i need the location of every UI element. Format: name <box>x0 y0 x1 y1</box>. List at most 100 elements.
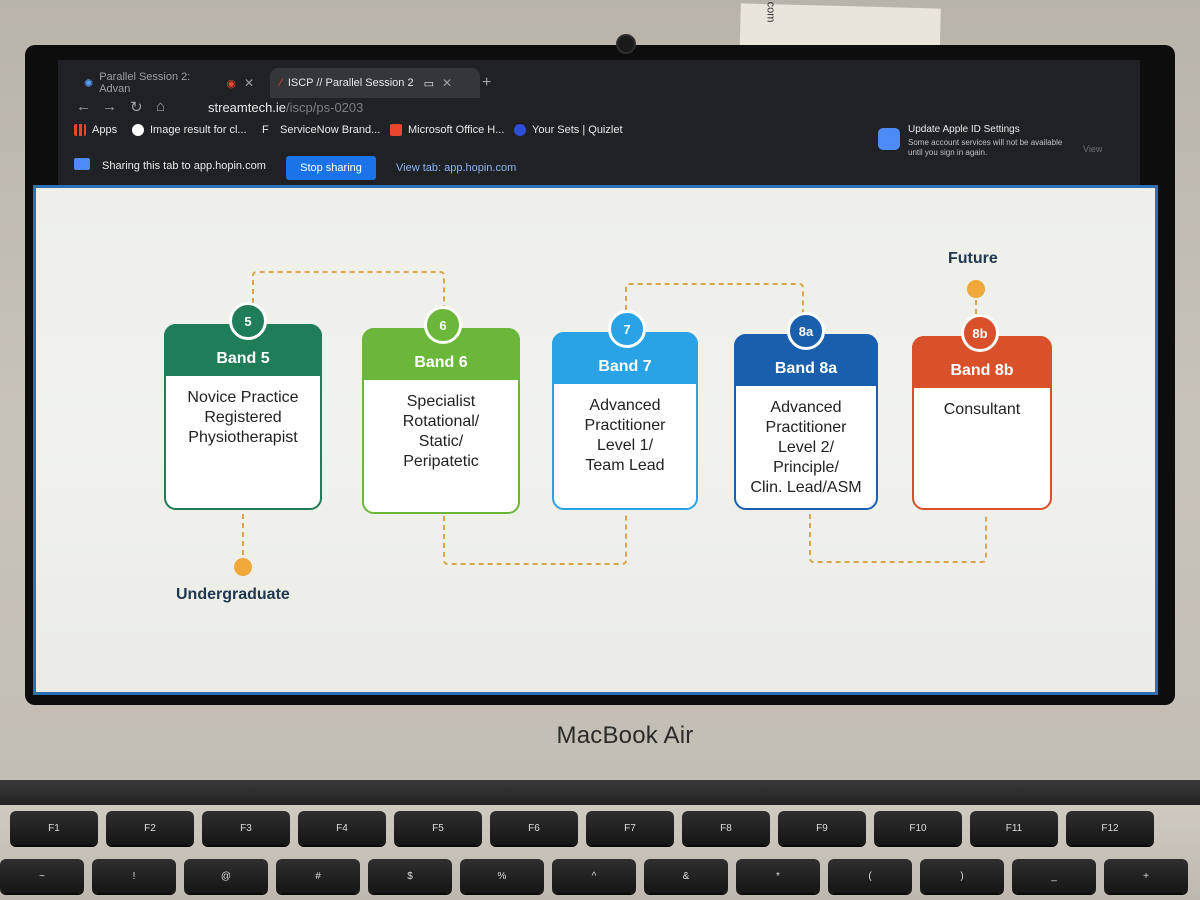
band-6-description: Specialist Rotational/ Static/ Peripatet… <box>402 393 480 470</box>
key-label: _ <box>1051 870 1057 882</box>
key-[interactable]: * <box>736 859 820 893</box>
back-icon[interactable]: ← <box>76 98 91 115</box>
key-f11[interactable]: F11 <box>970 811 1058 845</box>
key-[interactable]: $ <box>368 859 452 893</box>
key-[interactable]: ) <box>920 859 1004 893</box>
key-label: F7 <box>624 822 636 834</box>
bookmark-apps[interactable]: Apps <box>74 124 117 136</box>
band-8a-description: Advanced Practitioner Level 2/ Principle… <box>750 399 862 496</box>
key-[interactable]: ^ <box>552 859 636 893</box>
bookmark-office[interactable]: Microsoft Office H... <box>390 124 504 136</box>
macbook-air-logo: MacBook Air <box>556 722 694 749</box>
tab-label: ISCP // Parallel Session 2 <box>287 77 414 89</box>
home-icon[interactable]: ⌂ <box>156 98 166 115</box>
band-7-card: Band 7 Advanced Practitioner Level 1/ Te… <box>552 332 698 510</box>
google-icon <box>132 124 144 136</box>
close-icon[interactable]: ✕ <box>243 76 254 90</box>
tab-favicon-icon: ✺ <box>84 77 94 90</box>
screen-share-icon: ▭ <box>423 77 434 90</box>
bookmark-label: Image result for cl... <box>150 124 247 136</box>
slide-canvas: Undergraduate Future Band 5 Novice Pract… <box>33 185 1158 695</box>
key-label: F11 <box>1005 822 1023 834</box>
browser-window: ✺ Parallel Session 2: Advan ◉ ✕ ⁄ ISCP /… <box>58 60 1140 195</box>
screen-share-indicator-icon <box>74 158 90 170</box>
band-8b-badge: 8b <box>961 314 999 352</box>
bookmark-servicenow[interactable]: F ServiceNow Brand... <box>262 124 380 136</box>
band-8b-description: Consultant <box>943 401 1021 418</box>
key-f2[interactable]: F2 <box>106 811 194 845</box>
sharing-bar: Sharing this tab to app.hopin.com Stop s… <box>58 152 1140 186</box>
key-f6[interactable]: F6 <box>490 811 578 845</box>
sticker-label: com <box>764 1 777 23</box>
notification-body: Some account services will not be availa… <box>908 138 1063 157</box>
bookmarks-bar: Apps Image result for cl... F ServiceNow… <box>58 122 1140 146</box>
band-6-card: Band 6 Specialist Rotational/ Static/ Pe… <box>362 328 520 514</box>
notification-title: Update Apple ID Settings <box>908 124 1020 135</box>
tab-parallel-session[interactable]: ✺ Parallel Session 2: Advan ◉ ✕ <box>76 68 254 98</box>
key-[interactable]: & <box>644 859 728 893</box>
key-f8[interactable]: F8 <box>682 811 770 845</box>
key-label: F4 <box>336 822 348 834</box>
tab-iscp[interactable]: ⁄ ISCP // Parallel Session 2 ▭ ✕ <box>270 68 480 98</box>
band-7-description: Advanced Practitioner Level 1/ Team Lead <box>584 397 666 474</box>
key-label: ~ <box>39 870 45 882</box>
key-f12[interactable]: F12 <box>1066 811 1154 845</box>
url-path: /iscp/ps-0203 <box>286 100 364 115</box>
view-tab-link[interactable]: View tab: app.hopin.com <box>396 162 517 174</box>
key-label: * <box>776 870 780 882</box>
stop-sharing-button[interactable]: Stop sharing <box>286 156 376 180</box>
key-label: ! <box>132 870 136 882</box>
key-[interactable]: + <box>1104 859 1188 893</box>
key-f3[interactable]: F3 <box>202 811 290 845</box>
key-f10[interactable]: F10 <box>874 811 962 845</box>
bookmark-label: Microsoft Office H... <box>408 124 505 136</box>
key-label: ) <box>960 870 964 882</box>
future-dot <box>967 280 985 298</box>
apps-grid-icon <box>74 124 86 136</box>
key-[interactable]: ~ <box>0 859 84 893</box>
tab-label: Parallel Session 2: Advan <box>99 71 191 95</box>
bookmark-quizlet[interactable]: Your Sets | Quizlet <box>514 124 623 136</box>
key-f7[interactable]: F7 <box>586 811 674 845</box>
connector-5-6 <box>252 271 445 306</box>
key-[interactable]: @ <box>184 859 268 893</box>
band-8b-header: Band 8b <box>912 336 1052 388</box>
band-5-description: Novice Practice Registered Physiotherapi… <box>187 389 299 446</box>
reload-icon[interactable]: ↻ <box>130 99 143 116</box>
key-label: ^ <box>591 870 597 882</box>
tab-recording-icon: ◉ <box>226 77 236 90</box>
key-[interactable]: ( <box>828 859 912 893</box>
undergraduate-label: Undergraduate <box>176 586 290 603</box>
tab-favicon-icon: ⁄ <box>280 77 282 89</box>
key-label: $ <box>407 870 413 882</box>
key-[interactable]: _ <box>1012 859 1096 893</box>
band-8a-badge: 8a <box>787 312 825 350</box>
apple-id-notification[interactable]: Update Apple ID Settings Some account se… <box>878 124 1118 168</box>
office-icon <box>390 124 402 136</box>
key-label: & <box>682 870 690 882</box>
key-[interactable]: % <box>460 859 544 893</box>
new-tab-icon[interactable]: + <box>482 74 492 91</box>
key-[interactable]: ! <box>92 859 176 893</box>
key-f5[interactable]: F5 <box>394 811 482 845</box>
key-label: F5 <box>432 822 444 834</box>
bookmark-label: Apps <box>92 124 118 136</box>
key-[interactable]: # <box>276 859 360 893</box>
connector-6-7 <box>443 512 627 565</box>
band-7-badge: 7 <box>608 310 646 348</box>
notification-view-button[interactable]: View <box>1083 144 1103 154</box>
key-label: @ <box>220 870 232 882</box>
key-f9[interactable]: F9 <box>778 811 866 845</box>
forward-icon[interactable]: → <box>102 98 117 115</box>
bookmark-label: ServiceNow Brand... <box>280 124 381 136</box>
key-label: F10 <box>909 822 927 834</box>
key-f1[interactable]: F1 <box>10 811 98 845</box>
band-8a-card: Band 8a Advanced Practitioner Level 2/ P… <box>734 334 878 510</box>
key-f4[interactable]: F4 <box>298 811 386 845</box>
url-field[interactable]: streamtech.ie/iscp/ps-0203 <box>208 100 363 115</box>
sharing-status: Sharing this tab to app.hopin.com <box>102 160 266 172</box>
key-label: F1 <box>48 822 60 834</box>
bookmark-image-result[interactable]: Image result for cl... <box>132 124 247 136</box>
close-icon[interactable]: ✕ <box>442 76 453 90</box>
